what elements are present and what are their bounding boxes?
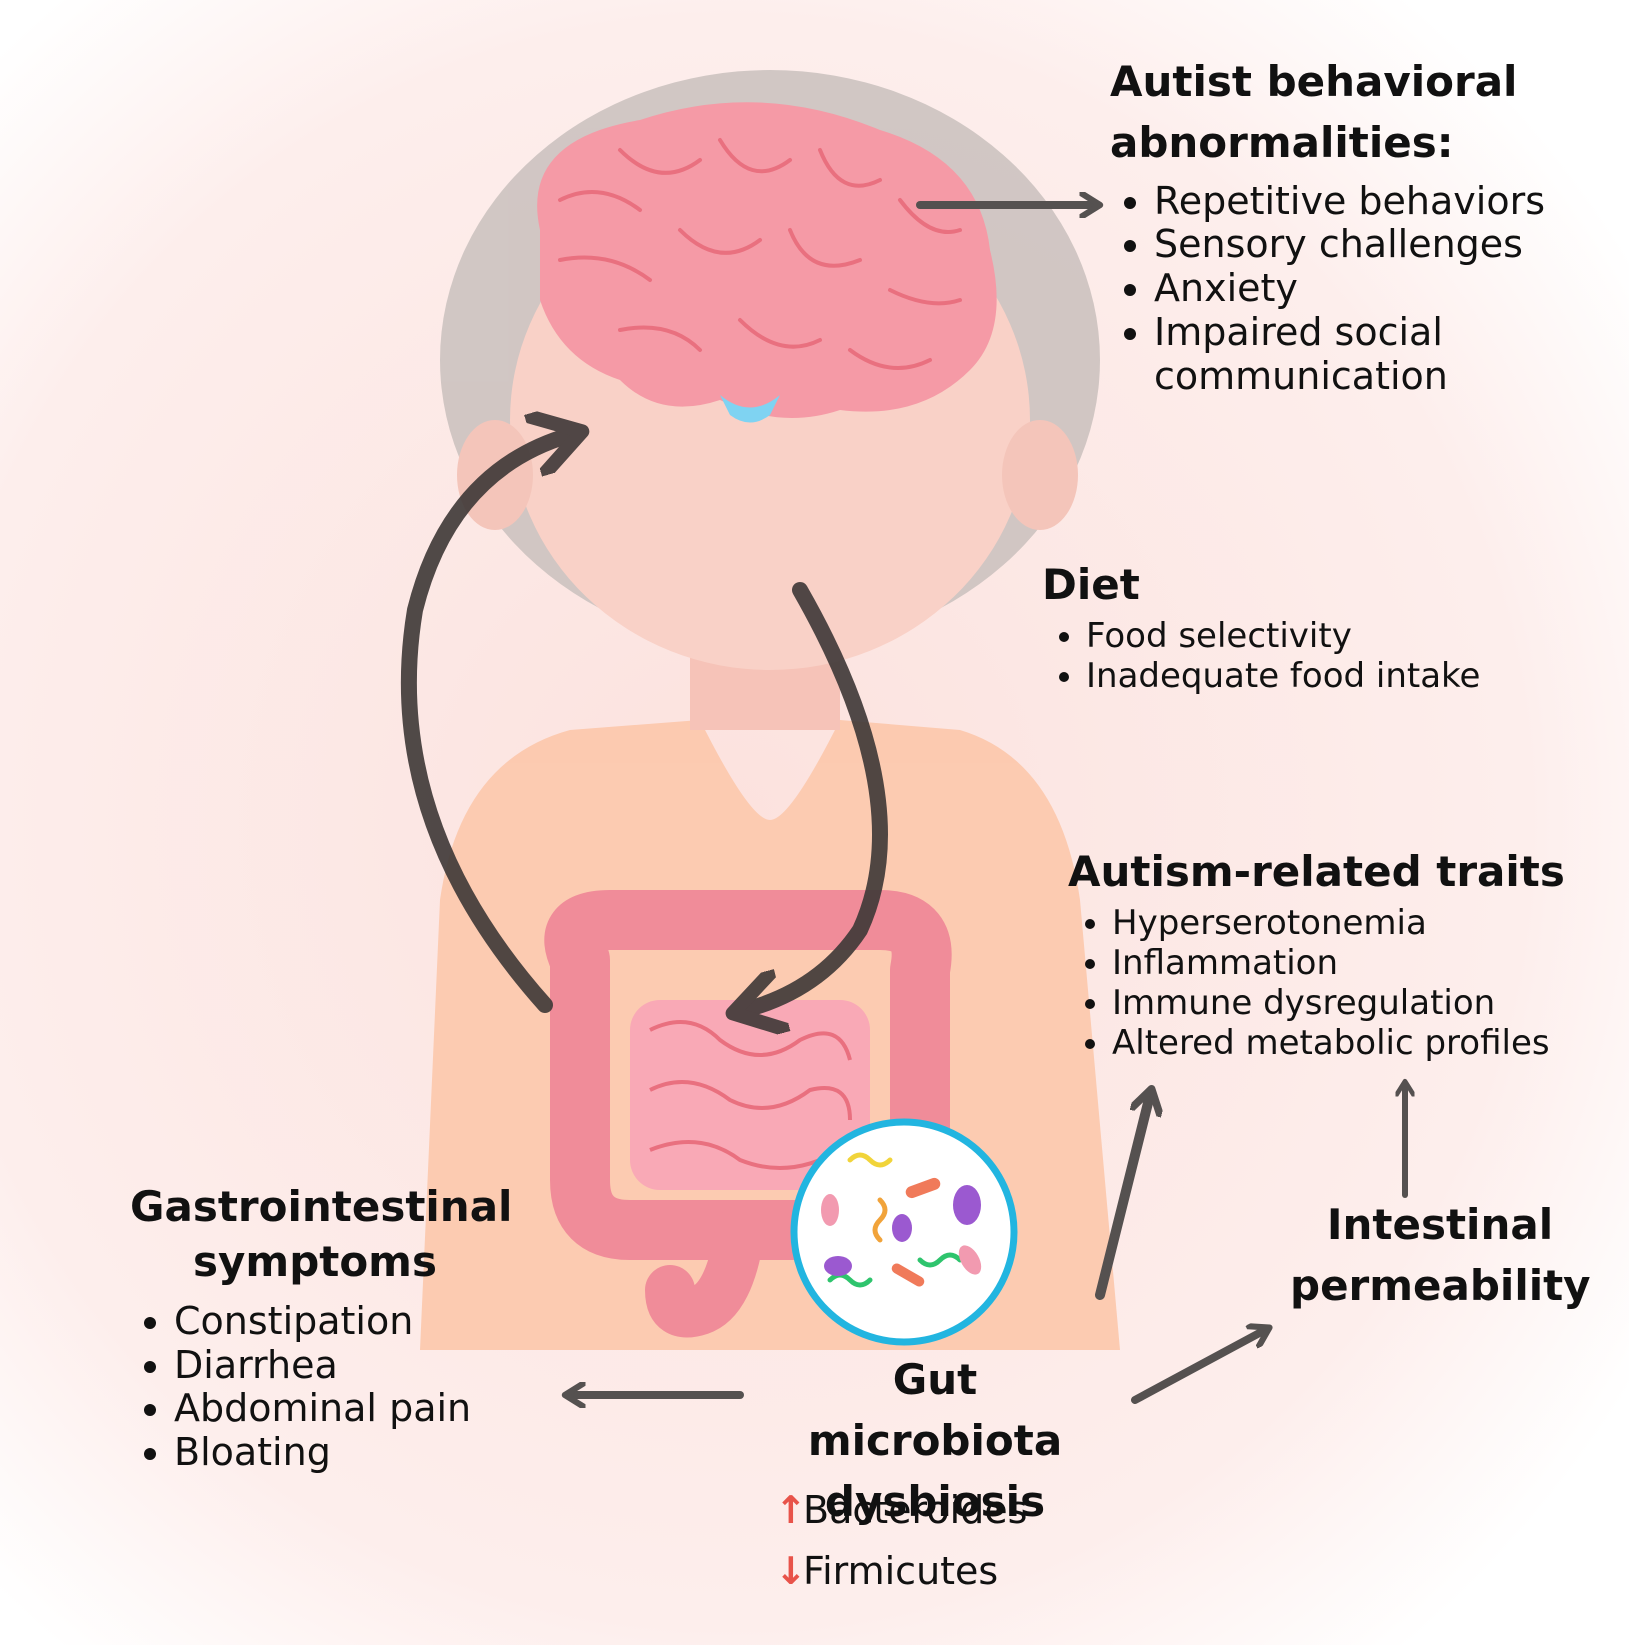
bacteroides-label: Bacteroides [803,1488,1028,1532]
bacteroides-row: ↑Bacteroides [775,1480,1095,1541]
gi-title-block: Gastrointestinal symptoms [130,1180,513,1289]
traits-list: Hyperserotonemia Inflammation Immune dys… [1068,903,1618,1063]
ear-right [1002,420,1078,530]
firmicutes-label: Firmicutes [803,1548,999,1593]
behavior-item: Sensory challenges [1154,223,1610,267]
gi-list-block: Constipation Diarrhea Abdominal pain Blo… [130,1299,550,1475]
microbiota-circle-icon [790,1118,1018,1346]
traits-item: Altered metabolic profiles [1112,1023,1618,1063]
diet-item: Food selectivity [1086,616,1562,656]
gi-list: Constipation Diarrhea Abdominal pain Blo… [130,1299,550,1475]
behavior-block: Autist behavioral abnormalities: Repetit… [1110,52,1610,398]
gi-item: Diarrhea [174,1343,550,1388]
diet-title: Diet [1042,560,1140,609]
firmicutes-row: ↓Firmicutes [775,1541,1095,1602]
dysbiosis-block: Gut microbiota dysbiosis [760,1350,1110,1533]
arrow-down-icon: ↓ [775,1548,807,1593]
bacteria-trends: ↑Bacteroides ↓Firmicutes [775,1480,1095,1602]
arrow-dysbiosis-to-traits [1095,1095,1150,1300]
behavior-item: Repetitive behaviors [1154,179,1610,224]
behavior-item: Anxiety [1154,266,1610,311]
traits-item: Inflammation [1112,943,1618,983]
brain-icon [537,102,997,423]
permeability-title: Intestinal permeability [1290,1200,1591,1310]
gi-title: Gastrointestinal symptoms [130,1182,513,1286]
behavior-list: Repetitive behaviors Sensory challenges … [1110,179,1610,398]
traits-title: Autism-related traits [1068,847,1565,896]
arrow-up-icon: ↑ [775,1488,807,1532]
permeability-block: Intestinal permeability [1290,1195,1591,1317]
diet-item: Inadequate food intake [1086,656,1562,696]
traits-item: Hyperserotonemia [1112,903,1618,943]
gi-item: Bloating [174,1430,550,1475]
gi-item: Abdominal pain [174,1387,550,1431]
diet-block: Diet Food selectivity Inadequate food in… [1042,555,1562,696]
traits-item: Immune dysregulation [1112,983,1618,1023]
arrow-gut-to-brain [400,435,570,1013]
diet-list: Food selectivity Inadequate food intake [1042,616,1562,696]
arrow-dysbiosis-to-permeability [1131,1330,1265,1404]
gi-item: Constipation [174,1299,550,1344]
traits-block: Autism-related traits Hyperserotonemia I… [1068,842,1618,1063]
behavior-title: Autist behavioral abnormalities: [1110,57,1518,167]
behavior-item: Impaired social communication [1154,310,1610,398]
arrow-brain-to-gut [745,582,888,1010]
dysbiosis-title: Gut microbiota dysbiosis [807,1355,1063,1526]
